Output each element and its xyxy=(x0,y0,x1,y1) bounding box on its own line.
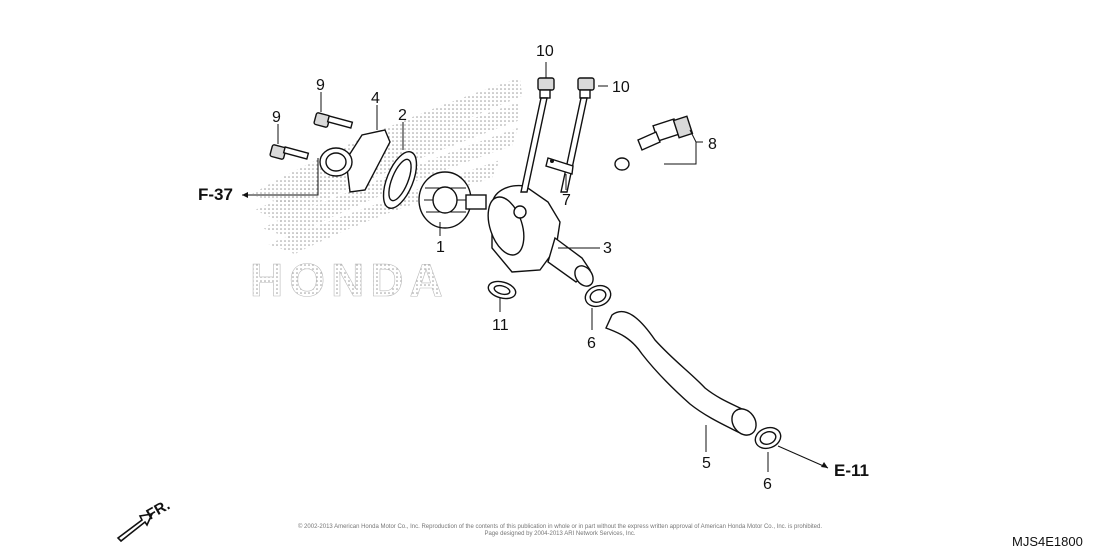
callout-8: 8 xyxy=(708,136,717,153)
hose-clamp-part-6-upper[interactable] xyxy=(582,282,613,330)
drawing-code: MJS4E1800 xyxy=(1012,534,1083,549)
bolt-part-10-right[interactable] xyxy=(560,77,608,193)
callout-7: 7 xyxy=(562,192,571,209)
copyright-line-1: © 2002-2013 American Honda Motor Co., In… xyxy=(298,523,822,530)
callout-6-upper: 6 xyxy=(587,335,596,352)
bolt-part-9-upper[interactable] xyxy=(313,92,354,129)
callout-9-lower: 9 xyxy=(272,109,281,126)
callout-11: 11 xyxy=(492,317,509,334)
callout-2: 2 xyxy=(398,107,407,124)
bolt-part-10-left[interactable] xyxy=(520,62,555,193)
svg-text:F-37: F-37 xyxy=(198,185,233,204)
callout-9-upper: 9 xyxy=(316,77,325,94)
gasket-part-2[interactable] xyxy=(377,122,424,213)
thermostat-part-1[interactable] xyxy=(418,171,487,236)
callout-10-right: 10 xyxy=(612,79,630,96)
thermostat-cover-part-4[interactable] xyxy=(319,105,391,193)
front-direction-arrow: FR. xyxy=(116,497,173,543)
ref-f37[interactable]: F-37 xyxy=(198,158,319,204)
svg-text:E-11: E-11 xyxy=(834,461,869,480)
honda-watermark-text: HONDA xyxy=(250,254,449,306)
water-hose-part-5[interactable] xyxy=(605,310,761,452)
ref-e11[interactable]: E-11 xyxy=(777,445,869,480)
callout-1: 1 xyxy=(436,239,445,256)
callout-3: 3 xyxy=(603,240,612,257)
thermostat-housing-part-3[interactable] xyxy=(482,184,600,290)
temperature-sensor-part-8[interactable] xyxy=(614,115,703,171)
callout-10-upper: 10 xyxy=(536,43,554,60)
hose-clamp-part-6-lower[interactable] xyxy=(752,424,783,472)
stay-part-7[interactable] xyxy=(545,157,574,190)
copyright-line-2: Page designed by 2004-2013 ARI Network S… xyxy=(484,531,635,537)
o-ring-part-11[interactable] xyxy=(486,279,517,312)
callout-6-lower: 6 xyxy=(763,476,772,493)
bolt-part-9-lower[interactable] xyxy=(269,124,310,160)
callout-4: 4 xyxy=(371,90,380,107)
callout-5: 5 xyxy=(702,455,711,472)
